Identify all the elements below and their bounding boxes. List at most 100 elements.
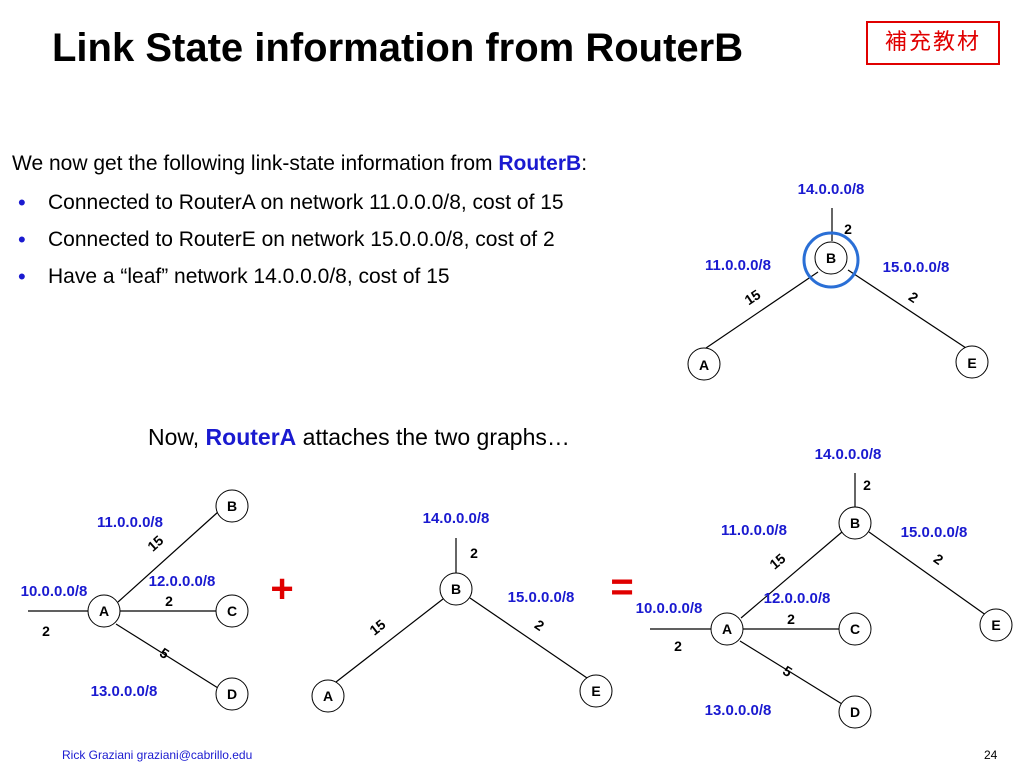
network-label: 11.0.0.0/8 [721,522,787,539]
network-label: 11.0.0.0/8 [97,514,163,531]
cost-label: 2 [42,623,50,639]
network-label: 14.0.0.0/8 [423,510,490,527]
node-c [838,612,872,646]
bullet-icon: • [18,227,26,252]
now-router: RouterA [205,424,297,450]
link-b-e [847,269,967,349]
slide-title: Link State information from RouterB [52,26,744,70]
link-a-b [740,531,843,619]
node-a [87,594,121,628]
link-a-d [115,623,219,689]
network-label: 12.0.0.0/8 [764,590,831,607]
node-label: B [826,250,836,266]
intro-prefix: We now get the following link-state info… [12,152,499,175]
link-b-a [335,598,444,683]
node-b [838,506,872,540]
cost-label: 15 [742,286,764,308]
node-label: B [451,581,461,597]
intro-suffix: : [581,152,588,175]
routerb-highlight-circle [802,231,860,289]
node-label: C [227,603,237,619]
bullet-item: • Have a “leaf” network 14.0.0.0/8, cost … [10,258,564,295]
node-b [814,241,848,275]
link-b-e [469,597,591,681]
equals-operator: = [610,565,633,609]
link-state-bullet-list: • Connected to RouterA on network 11.0.0.… [10,184,564,295]
node-c [215,594,249,628]
network-label: 15.0.0.0/8 [883,259,950,276]
node-e [955,345,989,379]
network-label: 14.0.0.0/8 [798,181,865,198]
link-a-b [117,511,219,603]
cost-label: 15 [766,550,788,572]
routerb-link-state-graph: B A E 14.0.0.0/8 11.0.0.0/8 15.0.0.0/8 2… [687,181,989,381]
cost-label: 2 [844,221,852,237]
cost-label: 2 [787,611,795,627]
cost-label: 2 [906,288,922,306]
cost-label: 2 [532,616,548,634]
node-label: C [850,621,860,637]
node-label: B [227,498,237,514]
cost-label: 2 [470,545,478,561]
now-prefix: Now, [148,424,206,450]
node-label: B [850,515,860,531]
supplementary-material-badge: 補充教材 [866,21,1000,65]
attach-graphs-caption: Now, RouterA attaches the two graphs… [148,424,570,451]
network-label: 11.0.0.0/8 [705,257,771,274]
bullet-item: • Connected to RouterA on network 11.0.0.… [10,184,564,221]
cost-label: 2 [674,638,682,654]
now-suffix: attaches the two graphs… [296,424,570,450]
footer-author: Rick Graziani graziani@cabrillo.edu [62,748,253,762]
bullet-item: • Connected to RouterE on network 15.0.0.… [10,221,564,258]
cost-label: 5 [157,644,172,662]
node-a [687,347,721,381]
bullet-text: Connected to RouterE on network 15.0.0.0… [48,228,555,251]
node-label: D [850,704,860,720]
bullet-icon: • [18,190,26,215]
node-label: A [99,603,109,619]
node-d [215,677,249,711]
bullet-text: Connected to RouterA on network 11.0.0.0… [48,191,564,214]
network-label: 12.0.0.0/8 [149,573,216,590]
node-label: A [722,621,732,637]
routera-graph: A B C D 11.0.0.0/8 12.0.0.0/8 10.0.0.0/8… [21,489,249,711]
node-label: E [991,617,1000,633]
cost-label: 2 [863,477,871,493]
network-label: 10.0.0.0/8 [21,583,88,600]
node-e [579,674,613,708]
cost-label: 15 [366,616,388,638]
combined-graph: B A C D E 14.0.0.0/8 11.0.0.0/8 15.0.0.0… [636,446,1013,729]
network-label: 14.0.0.0/8 [815,446,882,463]
node-label: D [227,686,237,702]
network-label: 10.0.0.0/8 [636,600,703,617]
cost-label: 2 [165,593,173,609]
network-label: 13.0.0.0/8 [91,683,158,700]
network-label: 15.0.0.0/8 [901,524,968,541]
cost-label: 15 [144,532,166,554]
intro-router: RouterB [498,152,582,175]
page-number: 24 [984,748,998,762]
node-e [979,608,1013,642]
node-b [439,572,473,606]
node-label: A [323,688,333,704]
node-label: A [699,357,709,373]
routerb-graph: B A E 14.0.0.0/8 15.0.0.0/8 2 15 2 [311,510,613,713]
node-label: E [591,683,600,699]
bullet-icon: • [18,264,26,289]
cost-label: 5 [780,662,795,680]
node-d [838,695,872,729]
node-a [311,679,345,713]
intro-line: We now get the following link-state info… [12,152,587,176]
link-b-a [705,271,819,349]
node-label: E [967,355,976,371]
link-a-d [739,640,843,705]
node-b [215,489,249,523]
node-a [710,612,744,646]
link-b-e [868,531,991,619]
bullet-text: Have a “leaf” network 14.0.0.0/8, cost o… [48,265,450,288]
network-label: 15.0.0.0/8 [508,589,575,606]
plus-operator: + [270,567,293,611]
cost-label: 2 [931,550,947,568]
network-label: 13.0.0.0/8 [705,702,772,719]
